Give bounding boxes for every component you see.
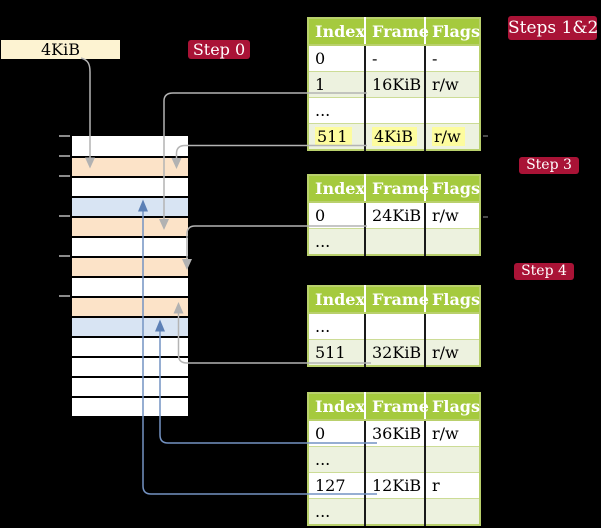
memory-row-13-free [72, 396, 188, 416]
col-header-frame: Frame [365, 175, 429, 203]
memory-tick [59, 175, 70, 177]
cell-flags: r/w [424, 71, 480, 98]
pagetable-steps-1-2: Index Frame Flags 0 - - 1 16KiB r/w ... … [307, 17, 481, 151]
memory-row-0-free [72, 136, 188, 156]
memory-row-4-table [72, 216, 188, 236]
cell-flags [424, 446, 480, 473]
table-row: ... [308, 97, 480, 124]
highlighted-value: 511 [315, 127, 352, 146]
cell-index: ... [308, 97, 365, 124]
cell-frame [364, 228, 425, 255]
highlighted-value: r/w [432, 127, 465, 146]
cell-index: ... [308, 312, 365, 340]
table-header-row: Index Frame Flags [308, 18, 480, 46]
table-row: 0 - - [308, 44, 480, 72]
cell-index: 1 [308, 71, 365, 98]
table-row: ... [308, 498, 480, 525]
frame-address-box: 4KiB [1, 40, 120, 59]
cell-frame: 36KiB [364, 419, 425, 447]
cell-flags [424, 228, 480, 255]
cell-flags: r/w [424, 339, 480, 366]
col-header-flags: Flags [425, 393, 480, 421]
memory-row-1-table [72, 156, 188, 176]
col-header-flags: Flags [425, 175, 480, 203]
table-header-row: Index Frame Flags [308, 286, 480, 314]
cell-frame: 32KiB [364, 339, 425, 366]
memory-tick [59, 215, 70, 217]
cell-frame [364, 97, 425, 124]
cell-flags [424, 498, 480, 525]
cell-frame [364, 312, 425, 340]
row-stub-mark [483, 216, 488, 218]
cell-index: ... [308, 446, 365, 473]
cell-flags: r/w [424, 201, 480, 229]
memory-tick [59, 135, 70, 137]
cell-flags: r/w [424, 419, 480, 447]
col-header-frame: Frame [365, 393, 429, 421]
step-4-badge: Step 4 [514, 263, 574, 280]
cell-frame [364, 498, 425, 525]
step-3-badge: Step 3 [519, 157, 579, 174]
table-row: 0 36KiB r/w [308, 419, 480, 447]
steps-1-2-badge: Steps 1&2 [508, 16, 599, 40]
cell-index: 127 [308, 472, 365, 499]
memory-tick [59, 255, 70, 257]
highlighted-value: 4KiB [372, 127, 418, 146]
memory-row-11-free [72, 356, 188, 376]
memory-row-6-table [72, 256, 188, 276]
cell-index: ... [308, 228, 365, 255]
cell-index: 0 [308, 419, 365, 447]
cell-frame: 24KiB [364, 201, 425, 229]
table-row: 127 12KiB r [308, 472, 480, 499]
col-header-flags: Flags [425, 286, 480, 314]
physical-memory-stack [70, 136, 190, 418]
col-header-index: Index [308, 18, 366, 46]
cell-flags [424, 312, 480, 340]
table-row: ... [308, 312, 480, 340]
memory-row-2-free [72, 176, 188, 196]
memory-row-8-table [72, 296, 188, 316]
table-header-row: Index Frame Flags [308, 175, 480, 203]
cell-flags: r [424, 472, 480, 499]
memory-tick [59, 295, 70, 297]
memory-row-12-free [72, 376, 188, 396]
table-row: ... [308, 446, 480, 473]
memory-row-10-free [72, 336, 188, 356]
col-header-frame: Frame [365, 286, 429, 314]
memory-row-5-free [72, 236, 188, 256]
pagetable-step-3: Index Frame Flags 0 24KiB r/w ... [307, 174, 481, 256]
cell-frame: 16KiB [364, 71, 425, 98]
memory-row-9-page [72, 316, 188, 336]
cell-index: ... [308, 498, 365, 525]
table-row: 0 24KiB r/w [308, 201, 480, 229]
cell-flags [424, 97, 480, 124]
cell-frame: 4KiB [364, 123, 425, 150]
memory-row-7-free [72, 276, 188, 296]
memory-tick [59, 155, 70, 157]
col-header-frame: Frame [365, 18, 429, 46]
table-header-row: Index Frame Flags [308, 393, 480, 421]
table-row-highlighted: 511 4KiB r/w [308, 123, 480, 150]
cell-index: 511 [308, 339, 365, 366]
pagetable-step-4: Index Frame Flags ... 511 32KiB r/w [307, 285, 481, 367]
col-header-flags: Flags [425, 18, 480, 46]
cell-frame: - [364, 44, 425, 72]
memory-row-3-page [72, 196, 188, 216]
cell-frame: 12KiB [364, 472, 425, 499]
table-row: ... [308, 228, 480, 255]
table-row: 1 16KiB r/w [308, 71, 480, 98]
col-header-index: Index [308, 175, 366, 203]
col-header-index: Index [308, 393, 366, 421]
step-0-badge: Step 0 [188, 40, 250, 59]
pagetable-final-level: Index Frame Flags 0 36KiB r/w ... 127 12… [307, 392, 481, 526]
cell-flags: r/w [424, 123, 480, 150]
table-row: 511 32KiB r/w [308, 339, 480, 366]
cell-frame [364, 446, 425, 473]
cell-index: 0 [308, 201, 365, 229]
cell-flags: - [424, 44, 480, 72]
row-stub-mark [483, 135, 488, 137]
cell-index: 511 [308, 123, 365, 150]
cell-index: 0 [308, 44, 365, 72]
col-header-index: Index [308, 286, 366, 314]
